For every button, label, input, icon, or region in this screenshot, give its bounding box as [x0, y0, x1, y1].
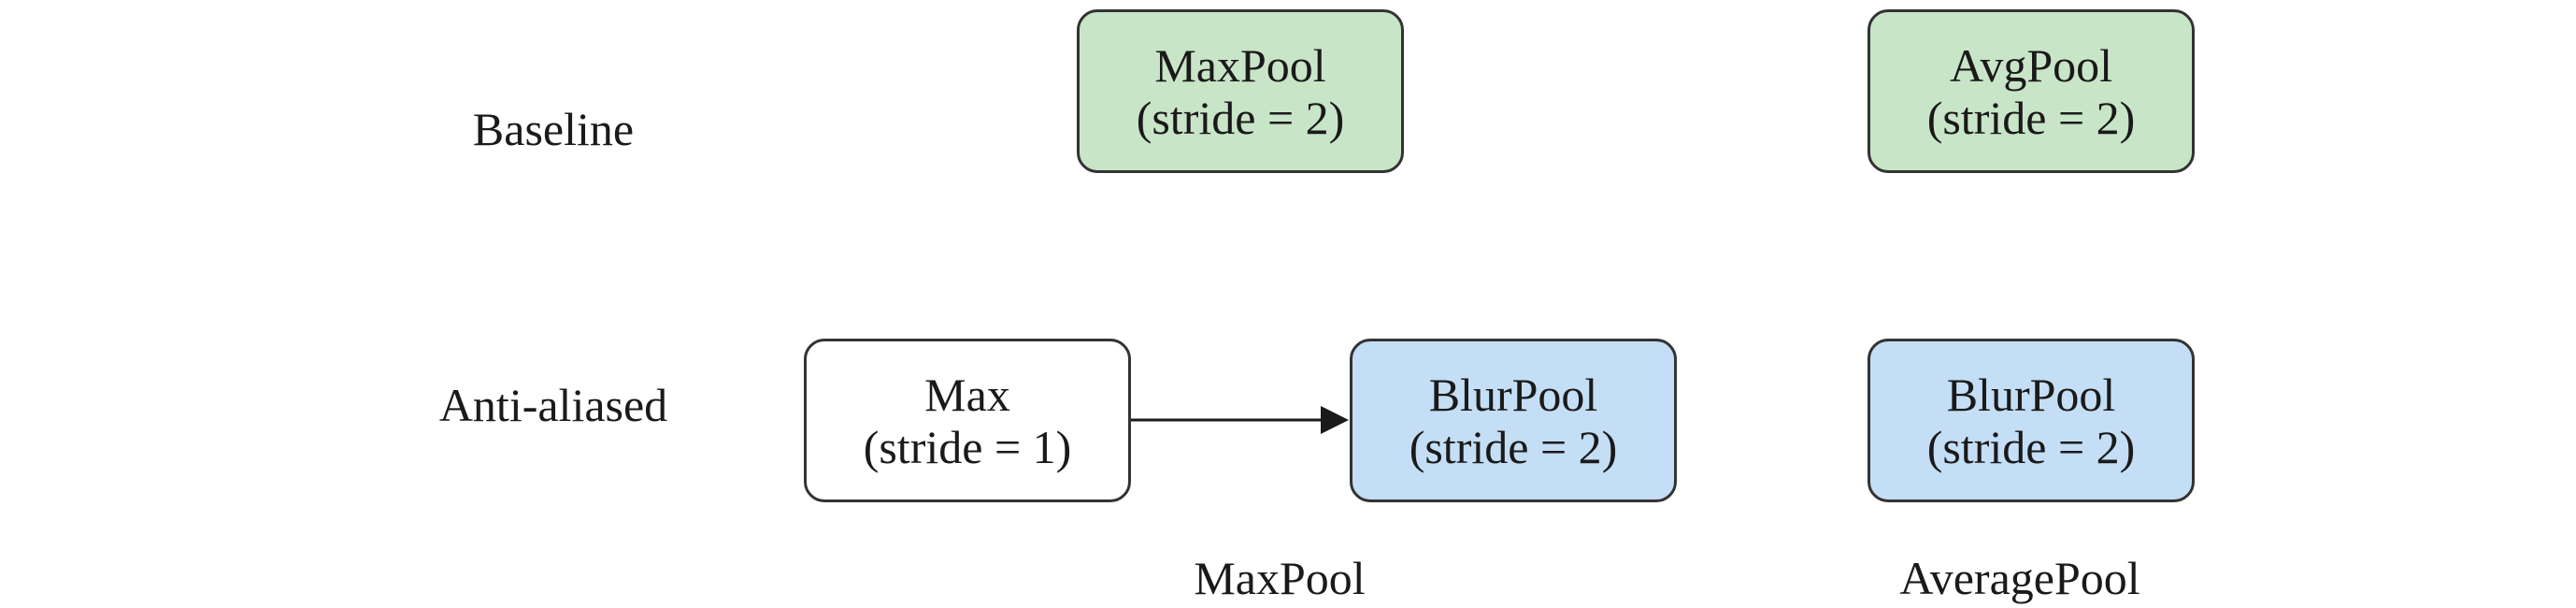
box-stride: (stride = 2) — [1409, 420, 1618, 473]
box-title: BlurPool — [1428, 368, 1598, 421]
box-title: Max — [924, 368, 1010, 421]
box-stride: (stride = 2) — [1926, 420, 2136, 473]
box-stride: (stride = 2) — [1136, 91, 1345, 144]
row-label-anti-aliased: Anti-aliased — [438, 379, 668, 431]
anti-aliased-max-box: Max (stride = 1) — [804, 339, 1131, 502]
anti-aliased-blurpool-avgpool-box: BlurPool (stride = 2) — [1868, 339, 2195, 502]
row-label-baseline: Baseline — [472, 103, 635, 155]
column-label-maxpool: MaxPool — [1194, 552, 1366, 604]
box-stride: (stride = 2) — [1926, 91, 2136, 144]
baseline-avgpool-box: AvgPool (stride = 2) — [1868, 9, 2195, 173]
box-title: AvgPool — [1949, 38, 2113, 92]
column-label-averagepool: AveragePool — [1899, 552, 2140, 604]
box-stride: (stride = 1) — [863, 420, 1072, 473]
baseline-maxpool-box: MaxPool (stride = 2) — [1077, 9, 1404, 173]
box-title: MaxPool — [1154, 38, 1326, 92]
anti-aliased-blurpool-maxpool-box: BlurPool (stride = 2) — [1350, 339, 1677, 502]
box-title: BlurPool — [1946, 368, 2116, 421]
